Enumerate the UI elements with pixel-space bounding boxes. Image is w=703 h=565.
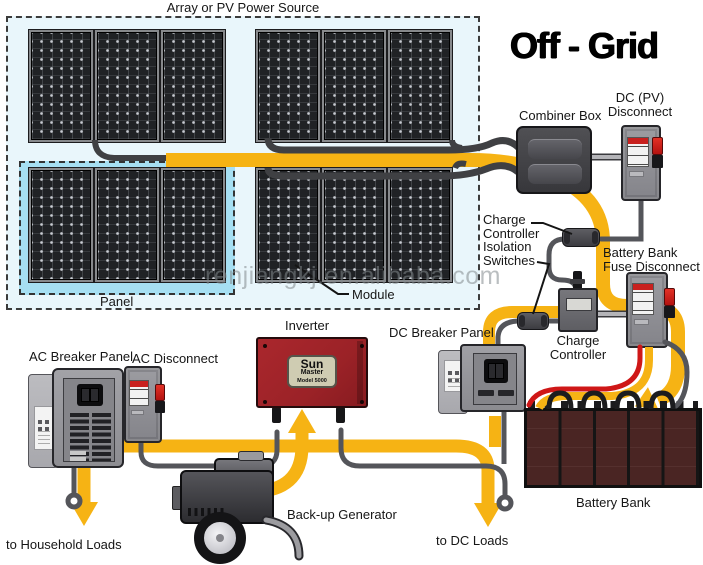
isolation-switches-label: Charge Controller Isolation Switches	[483, 213, 539, 267]
isolation-switch-1	[562, 228, 600, 247]
dc-breaker-panel-box	[460, 344, 526, 412]
inverter-feed-arrow	[288, 409, 316, 433]
panel-label: Panel	[100, 294, 134, 309]
breaker-slot	[478, 390, 494, 396]
battery-bank-block	[524, 408, 702, 488]
module-label: Module	[352, 287, 395, 302]
dc-pv-disconnect-line2: Disconnect	[607, 103, 673, 119]
controller-display	[566, 298, 592, 311]
ac-panel-interior	[63, 378, 115, 462]
ac-dc-power-band	[102, 439, 495, 503]
combiner-ridge	[528, 164, 582, 184]
charge-controller-line1: Charge	[556, 333, 600, 348]
disconnect-handle	[652, 137, 663, 155]
solar-module	[322, 30, 386, 142]
iso-line3: Isolation	[483, 239, 532, 254]
inverter-label: Inverter	[285, 318, 330, 333]
danger-label	[627, 137, 649, 167]
diagram-title: Off - Grid	[510, 25, 659, 66]
solar-module	[161, 30, 225, 142]
combiner-ridge	[528, 139, 582, 159]
iso-line4: Switches	[483, 252, 536, 268]
solar-module	[95, 168, 159, 282]
household-cable-ring	[65, 492, 83, 510]
ac-breaker-panel-box	[52, 368, 124, 468]
ac-main-breaker	[77, 384, 103, 406]
isolation-switch-2	[517, 312, 549, 330]
spec-label	[634, 319, 649, 325]
battery-fuse-line1: Battery Bank	[603, 245, 678, 260]
inverter-brand2: Master	[300, 368, 324, 376]
generator-vents	[188, 508, 224, 516]
backup-generator-label: Back-up Generator	[287, 507, 397, 522]
dc-loads-cable-ring	[496, 494, 514, 512]
dc-loads-arrow	[474, 503, 502, 527]
breaker-column	[92, 413, 111, 461]
inverter-cable-stub	[272, 407, 281, 423]
dc-loads-label: to DC Loads	[436, 533, 509, 548]
generator-fuel-cap	[238, 451, 264, 461]
disconnect-handle-base	[155, 401, 165, 413]
generator-handle	[261, 515, 304, 561]
disconnect-handle-base	[652, 155, 663, 168]
combiner-box-label: Combiner Box	[519, 108, 602, 123]
dc-panel-interior	[473, 353, 517, 405]
dc-pv-disconnect-label: DC (PV) Disconnect	[597, 91, 683, 118]
iso-line2: Controller	[483, 225, 540, 241]
disconnect-handle	[155, 384, 165, 401]
dc-breaker-panel-label: DC Breaker Panel	[389, 325, 494, 340]
solar-module	[95, 30, 159, 142]
generator-handle-core	[263, 517, 302, 559]
spec-label	[131, 410, 144, 415]
cable-connector-nut	[570, 279, 585, 284]
generator-wheel	[194, 512, 246, 564]
array-title: Array or PV Power Source	[166, 0, 320, 15]
household-loads-label: to Household Loads	[6, 537, 122, 552]
solar-module	[388, 30, 452, 142]
danger-label	[632, 283, 654, 315]
solar-module	[256, 30, 320, 142]
charge-controller-line2: Controller	[549, 346, 607, 362]
panel-schedule-strip	[70, 451, 86, 455]
panel-schedule-strip	[70, 457, 86, 461]
inverter-dc-cable	[338, 427, 508, 499]
ac-breaker-panel-label: AC Breaker Panel	[29, 349, 134, 364]
solar-module	[29, 168, 93, 282]
dc-pv-disconnect-line1: DC (PV)	[615, 90, 665, 105]
household-loads-arrow	[70, 502, 98, 526]
combiner-box	[516, 126, 592, 194]
switch2-pointer-line	[532, 261, 551, 315]
charge-controller-box	[558, 288, 598, 332]
battery-bank-label: Battery Bank	[576, 495, 651, 510]
dc-main-breaker	[484, 359, 508, 383]
battery-fuse-label: Battery Bank Fuse Disconnect	[603, 246, 700, 273]
danger-label	[129, 380, 149, 406]
inverter-cable-stub	[336, 407, 345, 423]
disconnect-handle	[664, 288, 675, 306]
spec-label	[629, 171, 644, 177]
breaker-column	[70, 413, 89, 461]
battery-fuse-line2: Fuse Disconnect	[603, 258, 700, 274]
inverter-brand: Sun	[300, 356, 324, 371]
ac-panel-door-label	[34, 406, 54, 450]
disconnect-handle-base	[664, 306, 675, 318]
battery-gray-lead	[662, 339, 690, 409]
dc-panel-door-label	[444, 360, 465, 392]
iso-line1: Charge	[483, 212, 526, 227]
pv-disconnect-cable	[598, 196, 644, 242]
watermark: renjiangkj.en.alibaba.com	[205, 262, 502, 290]
inverter-model: Model 5000	[297, 377, 327, 384]
solar-module	[29, 30, 93, 142]
inverter-nameplate: Sun Master Model 5000	[287, 355, 337, 388]
breaker-slot	[498, 390, 514, 396]
ac-disconnect-label: AC Disconnect	[132, 351, 218, 366]
charge-controller-label: Charge Controller	[536, 334, 620, 361]
